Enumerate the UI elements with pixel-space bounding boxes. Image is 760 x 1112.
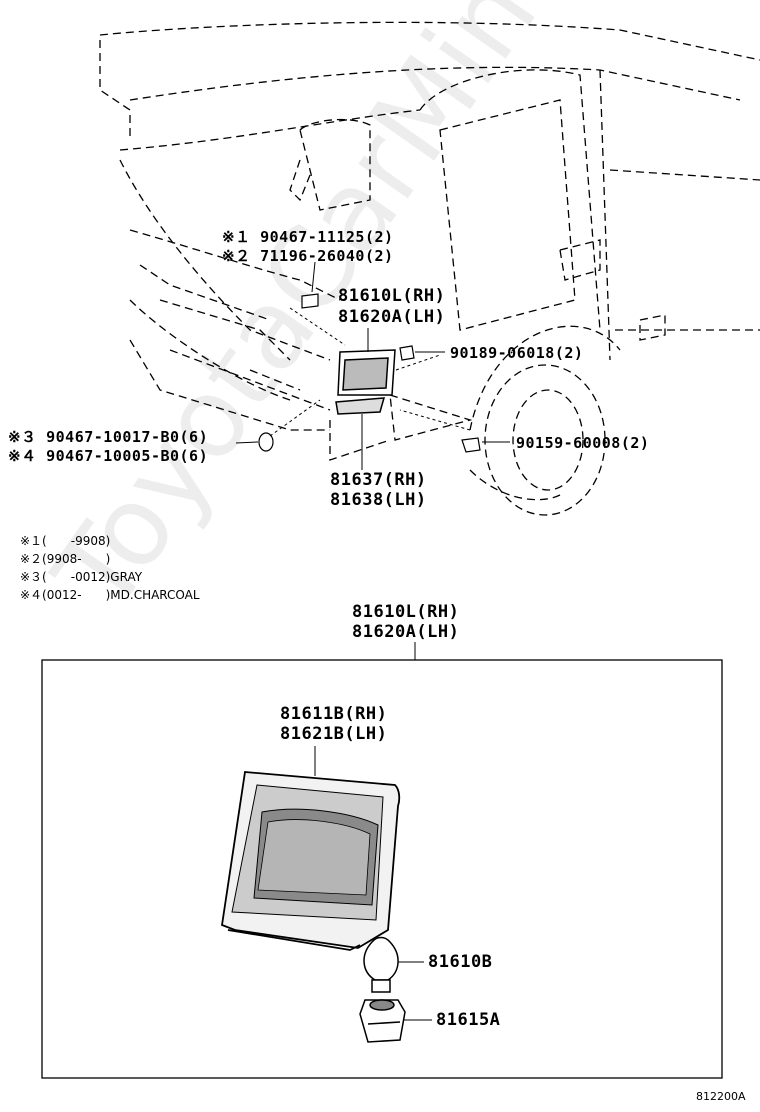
- lens-label-rh: 81611B(RH): [280, 704, 388, 724]
- bulb-icon: [363, 936, 399, 993]
- note-4: ※４(0012- )MD.CHARCOAL: [20, 588, 200, 602]
- assy-label-lh: 81620A(LH): [338, 307, 446, 327]
- detail-assy-label-rh: 81610L(RH): [352, 602, 460, 622]
- part-label-c3: ※３ 90467-10017-B0(6): [8, 428, 209, 446]
- bolt-label: 90159-60008(2): [516, 434, 650, 452]
- socket-icon: [359, 999, 406, 1043]
- note-2: ※２(9908- ): [20, 552, 111, 566]
- part-label-c1: ※１ 90467-11125(2): [222, 228, 394, 246]
- diagram-code: 812200A: [696, 1090, 746, 1103]
- lens-label-lh: 81621B(LH): [280, 724, 388, 744]
- detail-frame: [41, 659, 723, 1079]
- bulb-label: 81610B: [428, 952, 493, 972]
- reflector-label-lh: 81638(LH): [330, 490, 427, 510]
- note-1: ※１( -9908): [20, 534, 111, 548]
- clip-icon: [301, 293, 319, 309]
- note-3: ※３( -0012)GRAY: [20, 570, 143, 584]
- bolt-icon: [461, 437, 481, 453]
- fastener-icon: [258, 432, 274, 452]
- assy-label-rh: 81610L(RH): [338, 286, 446, 306]
- reflector-label-rh: 81637(RH): [330, 470, 427, 490]
- part-label-c2: ※２ 71196-26040(2): [222, 247, 394, 265]
- socket-label: 81615A: [436, 1010, 501, 1030]
- truck-outline: [99, 21, 760, 516]
- part-label-c4: ※４ 90467-10005-B0(6): [8, 447, 209, 465]
- lens-icon: [221, 771, 401, 951]
- lamp-upper-icon: [335, 349, 396, 415]
- detail-assy-label-lh: 81620A(LH): [352, 622, 460, 642]
- screw-label: 90189-06018(2): [450, 344, 584, 362]
- screw-icon: [399, 345, 415, 361]
